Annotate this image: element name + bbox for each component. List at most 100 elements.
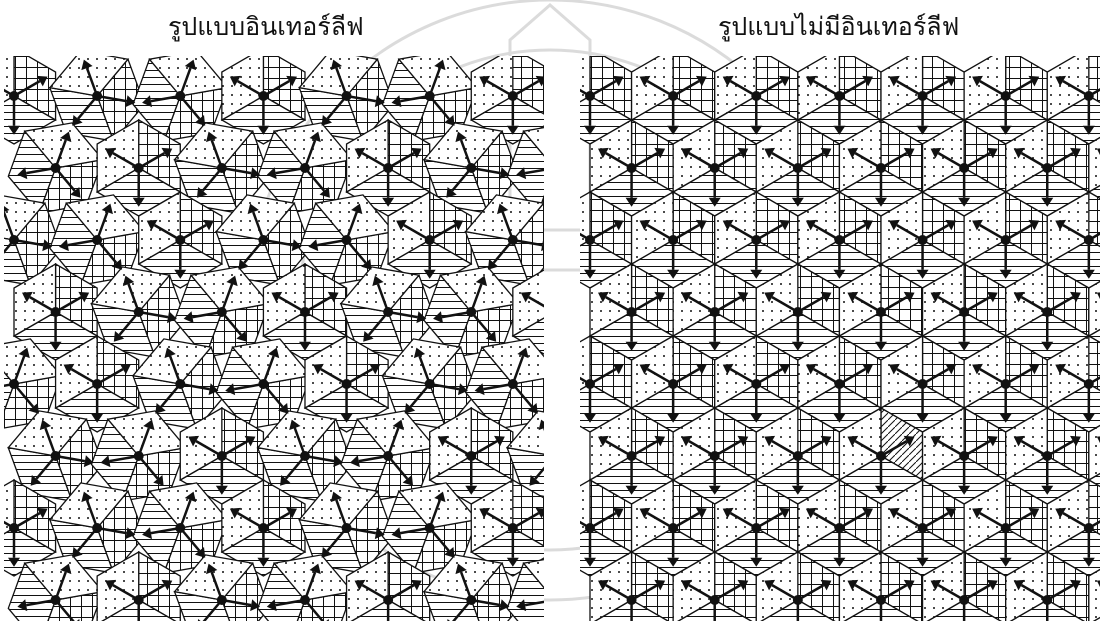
cell-center-dot-icon: [876, 451, 886, 461]
cell-center-dot-icon: [1084, 379, 1094, 389]
cell-center-dot-icon: [383, 163, 393, 173]
cell-center-dot-icon: [508, 379, 518, 389]
cell-center-dot-icon: [627, 595, 637, 605]
cell-center-dot-icon: [134, 595, 144, 605]
cell-center-dot-icon: [585, 91, 595, 101]
cell-center-dot-icon: [9, 523, 19, 533]
cell-center-dot-icon: [627, 163, 637, 173]
cell-center-dot-icon: [134, 451, 144, 461]
cell-center-dot-icon: [668, 379, 678, 389]
cell-center-dot-icon: [876, 307, 886, 317]
cell-center-dot-icon: [51, 451, 61, 461]
cell-center-dot-icon: [300, 163, 310, 173]
cell-center-dot-icon: [1042, 451, 1052, 461]
cell-center-dot-icon: [51, 307, 61, 317]
cell-center-dot-icon: [834, 235, 844, 245]
cell-center-dot-icon: [1001, 235, 1011, 245]
cell-center-dot-icon: [627, 451, 637, 461]
cell-center-dot-icon: [834, 379, 844, 389]
cell-center-dot-icon: [258, 523, 268, 533]
cell-center-dot-icon: [793, 163, 803, 173]
cell-center-dot-icon: [834, 523, 844, 533]
cell-center-dot-icon: [9, 379, 19, 389]
cell-center-dot-icon: [710, 595, 720, 605]
cell-center-dot-icon: [585, 235, 595, 245]
cell-center-dot-icon: [466, 451, 476, 461]
cell-center-dot-icon: [1084, 91, 1094, 101]
cell-center-dot-icon: [175, 91, 185, 101]
cell-center-dot-icon: [92, 235, 102, 245]
cell-center-dot-icon: [585, 379, 595, 389]
cell-center-dot-icon: [710, 451, 720, 461]
cell-center-dot-icon: [342, 379, 352, 389]
cell-center-dot-icon: [508, 91, 518, 101]
cell-center-dot-icon: [751, 523, 761, 533]
cell-center-dot-icon: [585, 523, 595, 533]
cell-center-dot-icon: [383, 595, 393, 605]
cell-center-dot-icon: [751, 379, 761, 389]
hex-cell-grid-non-interleaved: [580, 56, 1100, 621]
cell-center-dot-icon: [668, 235, 678, 245]
cell-center-dot-icon: [710, 163, 720, 173]
cell-center-dot-icon: [134, 307, 144, 317]
cell-center-dot-icon: [9, 235, 19, 245]
cell-center-dot-icon: [793, 451, 803, 461]
cell-center-dot-icon: [92, 91, 102, 101]
cell-center-dot-icon: [217, 451, 227, 461]
cell-center-dot-icon: [959, 595, 969, 605]
cell-center-dot-icon: [918, 91, 928, 101]
cell-center-dot-icon: [466, 595, 476, 605]
cell-center-dot-icon: [258, 91, 268, 101]
cell-center-dot-icon: [217, 595, 227, 605]
cell-center-dot-icon: [175, 523, 185, 533]
cell-center-dot-icon: [51, 163, 61, 173]
cell-center-dot-icon: [300, 595, 310, 605]
cell-center-dot-icon: [425, 235, 435, 245]
cell-center-dot-icon: [1042, 595, 1052, 605]
cell-center-dot-icon: [918, 379, 928, 389]
cell-center-dot-icon: [383, 307, 393, 317]
cell-center-dot-icon: [918, 523, 928, 533]
cell-center-dot-icon: [383, 451, 393, 461]
cell-center-dot-icon: [1001, 91, 1011, 101]
cell-center-dot-icon: [9, 91, 19, 101]
cell-center-dot-icon: [668, 523, 678, 533]
cell-center-dot-icon: [175, 379, 185, 389]
cell-center-dot-icon: [51, 595, 61, 605]
cell-center-dot-icon: [834, 91, 844, 101]
cell-center-dot-icon: [342, 523, 352, 533]
cell-center-dot-icon: [751, 91, 761, 101]
cell-center-dot-icon: [425, 523, 435, 533]
cell-center-dot-icon: [300, 451, 310, 461]
cell-center-dot-icon: [217, 163, 227, 173]
cell-center-dot-icon: [92, 379, 102, 389]
cell-center-dot-icon: [1001, 523, 1011, 533]
cell-center-dot-icon: [876, 595, 886, 605]
cell-center-dot-icon: [959, 451, 969, 461]
cell-center-dot-icon: [258, 379, 268, 389]
cell-center-dot-icon: [342, 235, 352, 245]
cell-center-dot-icon: [793, 307, 803, 317]
cell-center-dot-icon: [710, 307, 720, 317]
cell-center-dot-icon: [425, 379, 435, 389]
cell-center-dot-icon: [959, 163, 969, 173]
cell-center-dot-icon: [627, 307, 637, 317]
cell-center-dot-icon: [342, 91, 352, 101]
cell-center-dot-icon: [876, 163, 886, 173]
cell-center-dot-icon: [508, 523, 518, 533]
cell-center-dot-icon: [751, 235, 761, 245]
cell-center-dot-icon: [1084, 235, 1094, 245]
panel-title-interleaved: รูปแบบอินเทอร์ลีฟ: [168, 14, 364, 39]
cell-center-dot-icon: [466, 307, 476, 317]
cell-center-dot-icon: [425, 91, 435, 101]
cell-center-dot-icon: [217, 307, 227, 317]
cell-center-dot-icon: [466, 163, 476, 173]
cell-center-dot-icon: [1042, 163, 1052, 173]
cell-center-dot-icon: [1042, 307, 1052, 317]
cell-center-dot-icon: [1084, 523, 1094, 533]
cell-center-dot-icon: [300, 307, 310, 317]
cell-center-dot-icon: [508, 235, 518, 245]
hex-cell-grid-interleaved: [4, 56, 544, 621]
cell-center-dot-icon: [959, 307, 969, 317]
